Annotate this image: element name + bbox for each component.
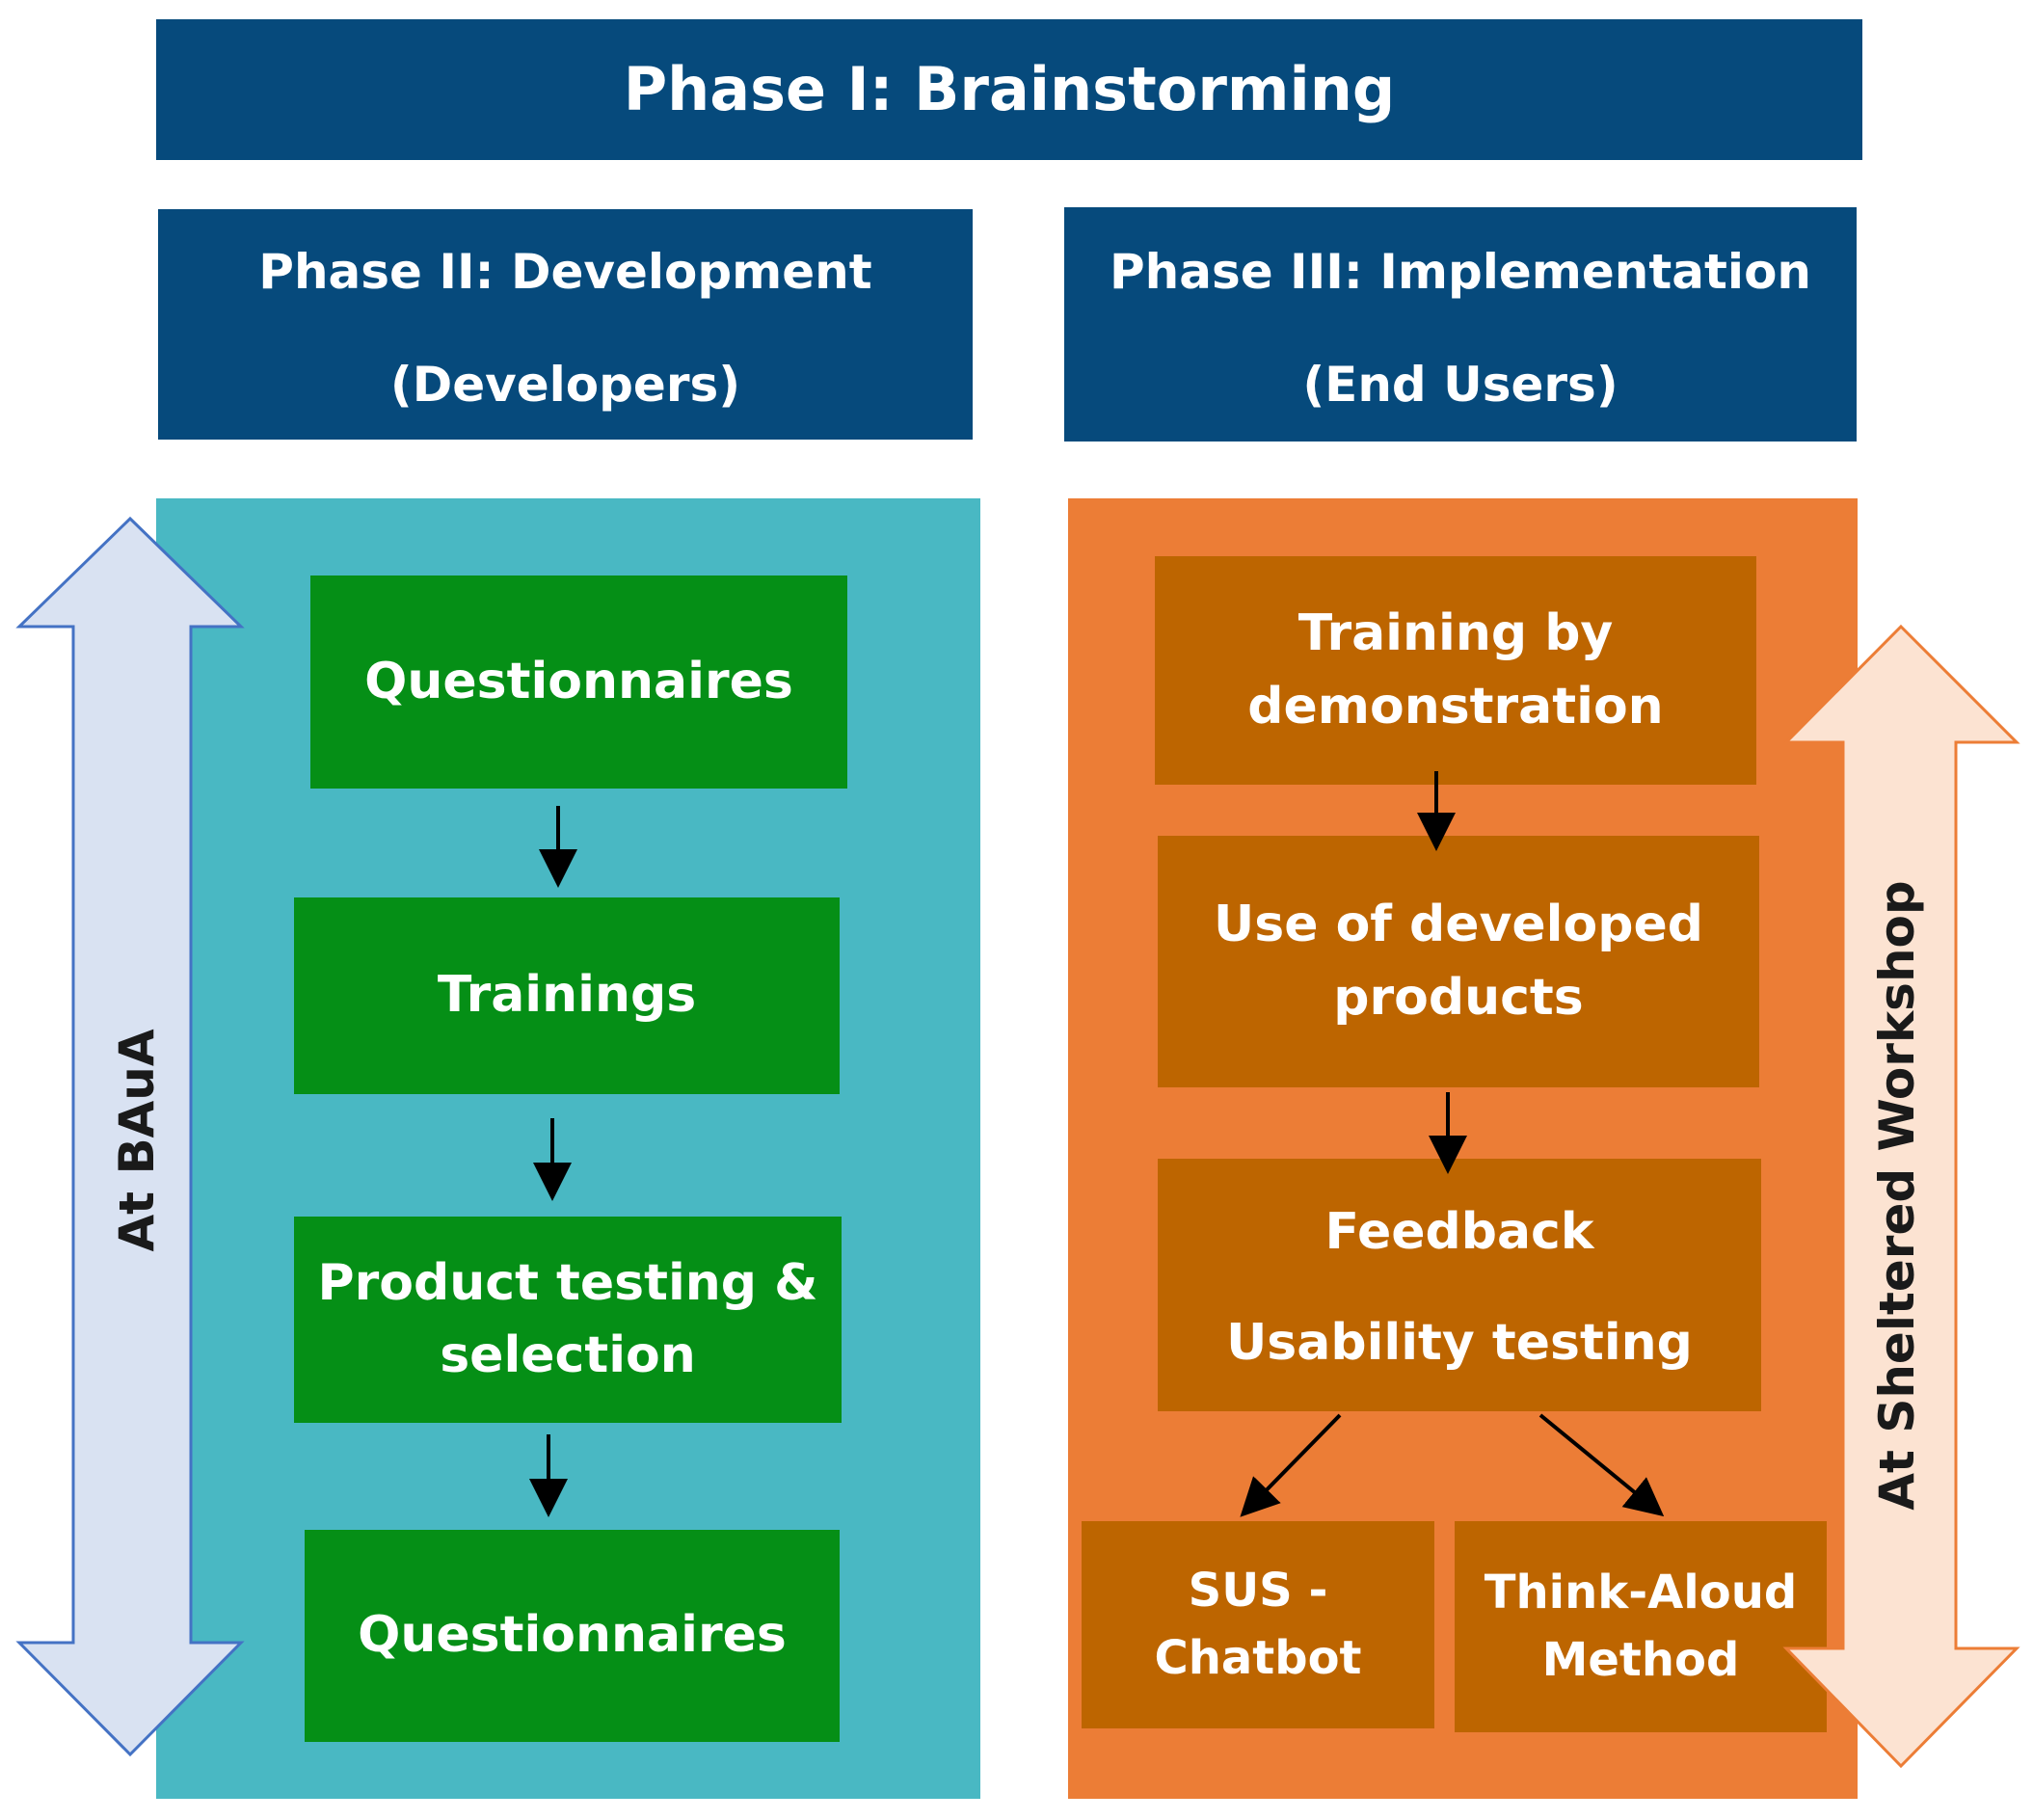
- phase3-title: Phase III: Implementation: [1109, 243, 1812, 300]
- left-side-label: At BAuA: [109, 1029, 165, 1252]
- phase1-title: Phase I: Brainstorming: [623, 54, 1396, 125]
- impl-step-label-line1: Training by: [1297, 604, 1614, 663]
- dev-step-label-line1: Product testing &: [317, 1253, 818, 1312]
- impl-step-label-line2: Chatbot: [1154, 1630, 1362, 1685]
- impl-step-label-line1: Think-Aloud: [1484, 1565, 1798, 1619]
- dev-step-questionnaires-1: Questionnaires: [310, 575, 847, 789]
- dev-step-product-testing: Product testing & selection: [294, 1217, 842, 1423]
- dev-step-label: Questionnaires: [358, 1606, 787, 1665]
- dev-step-questionnaires-2: Questionnaires: [305, 1530, 840, 1742]
- phase2-title: Phase II: Development: [258, 243, 872, 300]
- impl-step-label-line1: SUS -: [1188, 1563, 1328, 1618]
- arrow-impl-3-to-sus: [1240, 1413, 1342, 1517]
- phase3-header: Phase III: Implementation (End Users): [1064, 207, 1857, 442]
- impl-step-think-aloud: Think-Aloud Method: [1455, 1521, 1827, 1732]
- impl-step-feedback: Feedback Usability testing: [1158, 1159, 1761, 1411]
- phase2-subtitle: (Developers): [389, 356, 741, 413]
- impl-step-label-line2: Usability testing: [1226, 1314, 1693, 1372]
- impl-step-training-demo: Training by demonstration: [1155, 556, 1756, 785]
- impl-step-label-line1: Use of developed: [1214, 896, 1703, 954]
- dev-step-label-line2: selection: [440, 1326, 696, 1384]
- arrow-impl-3-to-think: [1538, 1413, 1665, 1517]
- right-double-arrow-icon: [1782, 624, 2020, 1769]
- impl-step-use-products: Use of developed products: [1158, 836, 1759, 1087]
- dev-step-trainings: Trainings: [294, 897, 840, 1094]
- phase2-header: Phase II: Development (Developers): [158, 209, 973, 440]
- impl-step-label-line2: products: [1333, 968, 1584, 1027]
- impl-step-sus-chatbot: SUS - Chatbot: [1082, 1521, 1434, 1728]
- phase3-subtitle: (End Users): [1302, 356, 1618, 413]
- impl-step-label-line2: Method: [1541, 1632, 1740, 1687]
- right-side-label: At Sheltered Workshop: [1869, 880, 1925, 1511]
- impl-step-label-line2: demonstration: [1247, 677, 1664, 736]
- impl-step-label-line1: Feedback: [1324, 1203, 1594, 1261]
- dev-step-label: Questionnaires: [364, 652, 793, 710]
- phase1-header: Phase I: Brainstorming: [156, 19, 1862, 160]
- left-double-arrow-icon: [15, 516, 245, 1757]
- dev-step-label: Trainings: [437, 966, 697, 1025]
